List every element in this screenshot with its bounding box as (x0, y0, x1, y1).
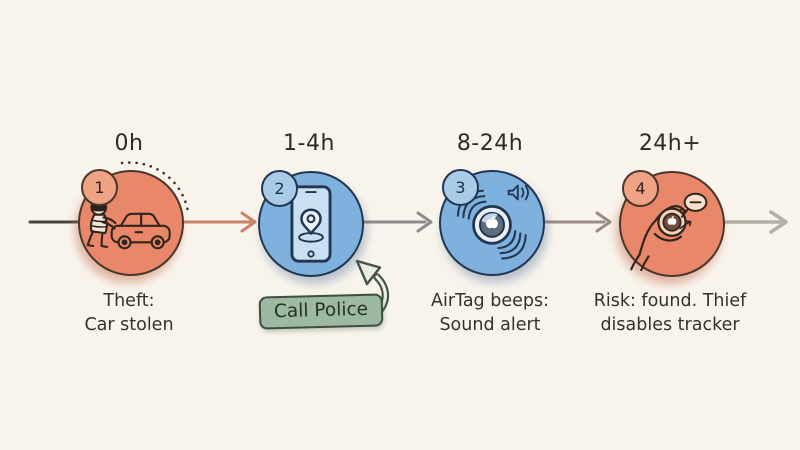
stage-3-badge: 3 (442, 169, 479, 206)
stage-4-circle: 4 (619, 170, 725, 277)
arrowhead-icon (416, 211, 433, 233)
stage-3-time-label: 8-24h (456, 131, 524, 156)
stage-3-caption: AirTag beeps: Sound alert (431, 291, 549, 336)
arrowhead-icon (240, 211, 257, 233)
stage-2-badge: 2 (261, 170, 298, 207)
stage-4-time-label: 24h+ (638, 131, 702, 156)
stage-1-caption: Theft: Car stolen (84, 291, 174, 336)
hand-disabling-airtag-icon (630, 192, 708, 271)
stage-1-badge: 1 (81, 169, 118, 206)
arrowhead-icon (595, 211, 612, 233)
call-police-callout: Call Police (258, 293, 384, 330)
stage-4-badge: 4 (622, 170, 659, 207)
stage-3-circle: 3 (439, 169, 545, 276)
dotted-arc-icon (120, 161, 190, 214)
stage-1-circle: 1 (78, 169, 184, 276)
stage-1-time-label: 0h (114, 131, 144, 156)
airtag-sound-alert-icon (456, 184, 529, 260)
arrowhead-icon (769, 210, 788, 234)
stage-4-caption: Risk: found. Thief disables tracker (593, 291, 747, 336)
stage-2-circle: 2 (258, 170, 364, 277)
stage-2-time-label: 1-4h (283, 131, 335, 156)
phone-location-tracking-icon (290, 185, 332, 263)
